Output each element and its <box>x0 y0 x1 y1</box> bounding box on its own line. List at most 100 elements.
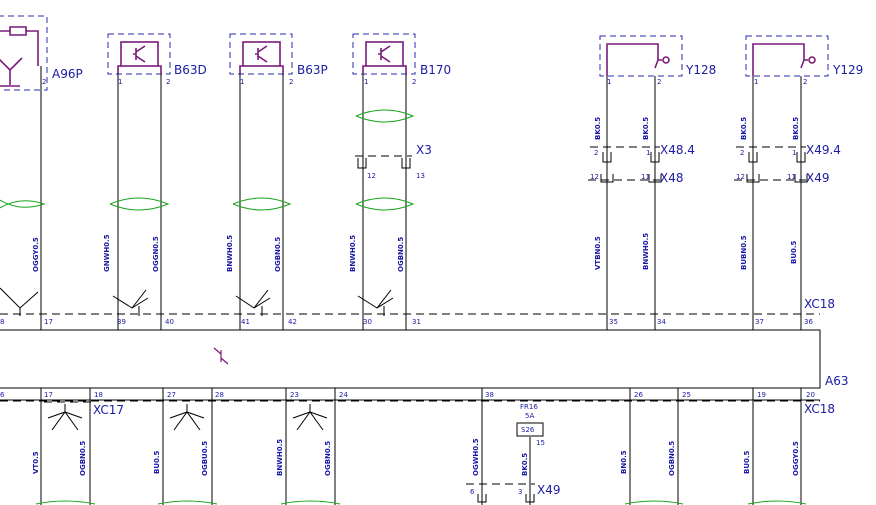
xc18-bottom-pin: 26 <box>634 391 643 399</box>
b63d-pin-2: 2 <box>166 78 170 86</box>
xc18-top-label: XC18 <box>804 297 835 311</box>
y129-label: Y129 <box>832 63 863 77</box>
b170-label: B170 <box>420 63 451 77</box>
y128-pin-1: 1 <box>607 78 611 86</box>
a63-label: A63 <box>825 374 848 388</box>
x48-4-pin-1: 1 <box>646 149 650 157</box>
xc18-top-pin: 40 <box>165 318 174 326</box>
connector-x3: X3 12 13 <box>355 143 432 180</box>
wire-labels-top: OGGY0.5 GNWH0.5 OGGN0.5 BNWH0.5 OGBN0.5 … <box>32 117 800 272</box>
x49-pin-12: 12 <box>736 173 745 181</box>
x3-pin-13: 13 <box>416 172 425 180</box>
b63p-label: B63P <box>297 63 328 77</box>
connector-x49: 12 11 X49 <box>734 171 830 185</box>
wire-label: BU0.5 <box>790 240 798 264</box>
wire-label: BUBN0.5 <box>740 235 748 270</box>
x48-pin-12: 12 <box>590 173 599 181</box>
x49-bottom-pin-6: 6 <box>470 488 475 496</box>
wire-label: BK0.5 <box>642 117 650 140</box>
xc18-top-pin: 35 <box>609 318 618 326</box>
connector-x48: 12 11 X48 <box>588 171 684 185</box>
wire-label: BNWH0.5 <box>349 235 357 272</box>
x49-4-pin-1: 1 <box>792 149 796 157</box>
xc18-bottom-pin: 17 <box>44 391 53 399</box>
bottom-wires <box>40 388 802 505</box>
xc18-top-pin: 17 <box>44 318 53 326</box>
fuse-sub-text: 5A <box>525 412 534 420</box>
wire-label: OGGY0.5 <box>32 237 40 272</box>
xc18-bottom-pin: 38 <box>485 391 494 399</box>
component-b63d: 1 2 B63D <box>107 33 207 86</box>
xc18-top-pin: 30 <box>363 318 372 326</box>
x48-label: X48 <box>660 171 684 185</box>
a96p-pin: 2 <box>42 78 46 86</box>
xc18-top-pin: 37 <box>755 318 764 326</box>
wire-label: BU0.5 <box>153 450 161 474</box>
xc18-top-pin: 34 <box>657 318 666 326</box>
wire-label: VT0.5 <box>32 451 40 474</box>
wire-label: OGGN0.5 <box>152 236 160 272</box>
xc18-top-pin: 41 <box>241 318 250 326</box>
wire-label: BK0.5 <box>740 117 748 140</box>
xc18-bottom-pin: 6 <box>0 391 5 399</box>
wire-label: BNWH0.5 <box>226 235 234 272</box>
wire-label: BK0.5 <box>521 453 529 476</box>
wire-label: OGGY0.5 <box>792 441 800 476</box>
component-a96p: 2 A96P <box>0 15 83 91</box>
top-wires <box>0 66 820 331</box>
wire-label: BK0.5 <box>594 117 602 140</box>
y128-label: Y128 <box>685 63 716 77</box>
b63d-label: B63D <box>174 63 207 77</box>
xc18-top-pin: 8 <box>0 318 4 326</box>
connector-x49-4: 2 1 X49.4 <box>736 143 841 163</box>
x48-pin-11: 11 <box>641 173 650 181</box>
x49-label: X49 <box>806 171 830 185</box>
x49-bottom-label: X49 <box>537 483 561 497</box>
xc18-bottom-pin: 27 <box>167 391 176 399</box>
xc18-top-pin: 39 <box>117 318 126 326</box>
x3-label: X3 <box>416 143 432 157</box>
b63p-pin-2: 2 <box>289 78 293 86</box>
fuse-pin: 15 <box>536 439 545 447</box>
xc18-bottom-pin: 24 <box>339 391 348 399</box>
wire-label: OGBN0.5 <box>79 441 87 476</box>
y128-pin-2: 2 <box>657 78 661 86</box>
x49-pin-11: 11 <box>787 173 796 181</box>
wire-label: BNWH0.5 <box>276 439 284 476</box>
component-b63p: 1 2 B63P <box>229 33 328 86</box>
xc18-bottom-pin: 18 <box>94 391 103 399</box>
xc18-bottom-pin: 20 <box>806 391 815 399</box>
b63p-pin-1: 1 <box>240 78 244 86</box>
component-y128: 1 2 Y128 <box>599 35 716 86</box>
wire-label: VTBN0.5 <box>594 236 602 270</box>
fuse-label: S26 <box>521 426 535 434</box>
x48-4-label: X48.4 <box>660 143 695 157</box>
wire-label: BN0.5 <box>620 450 628 474</box>
fuse-top-text: FR16 <box>520 403 538 411</box>
xc17-label: XC17 <box>93 403 124 417</box>
y129-pin-1: 1 <box>754 78 758 86</box>
connector-x49-bottom: 6 3 X49 <box>466 483 561 503</box>
x48-4-pin-2: 2 <box>594 149 598 157</box>
wire-label: BU0.5 <box>743 450 751 474</box>
wire-label: OGBU0.5 <box>201 441 209 476</box>
xc18-bottom-pin: 23 <box>290 391 299 399</box>
wire-label: BK0.5 <box>792 117 800 140</box>
bottom-splice-symbols <box>47 404 328 431</box>
wire-label: OGBN0.5 <box>324 441 332 476</box>
xc18-bottom-pin: 25 <box>682 391 691 399</box>
twisted-pair-markers-bottom <box>35 500 807 505</box>
wire-label: OGBN0.5 <box>274 237 282 272</box>
top-splice-symbols <box>0 287 394 316</box>
a96p-label: A96P <box>52 67 83 81</box>
component-b170: 1 2 B170 <box>352 33 451 86</box>
x3-pin-12: 12 <box>367 172 376 180</box>
b170-pin-2: 2 <box>412 78 416 86</box>
x49-4-pin-2: 2 <box>740 149 744 157</box>
xc18-top-pin: 36 <box>804 318 813 326</box>
xc18-top-pin: 42 <box>288 318 297 326</box>
b170-pin-1: 1 <box>364 78 368 86</box>
wire-label: BNWH0.5 <box>642 233 650 270</box>
xc18-bottom-label: XC18 <box>804 402 835 416</box>
